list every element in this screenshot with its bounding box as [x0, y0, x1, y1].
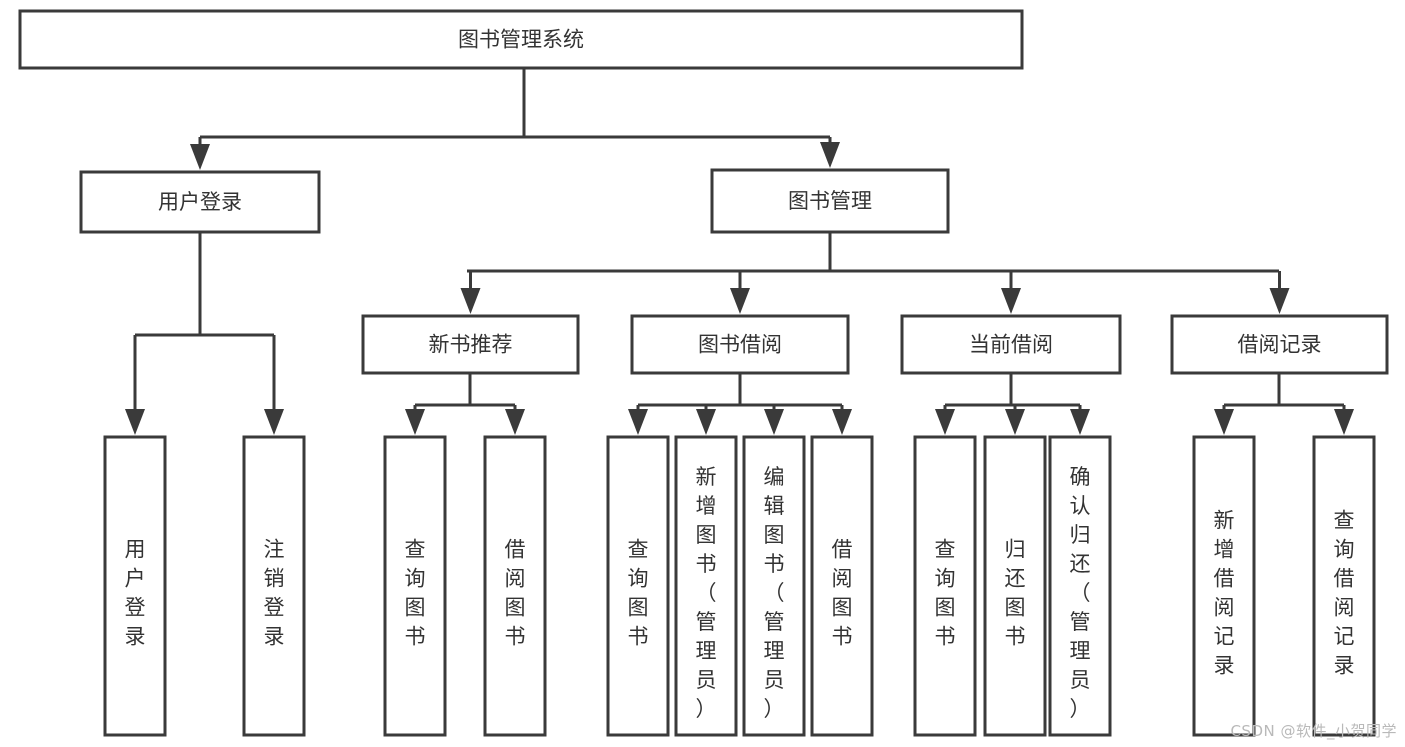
- node-box: [103, 435, 167, 737]
- node-box: [383, 435, 447, 737]
- node-l-query-record[interactable]: 查询借阅记录: [1312, 435, 1376, 737]
- node-n-book-manage[interactable]: 图书管理: [710, 168, 950, 234]
- node-l-add-book[interactable]: 新增图书（管理员）: [674, 435, 738, 737]
- arrow-head-icon: [628, 409, 648, 435]
- arrow-head-icon: [1070, 409, 1090, 435]
- node-label: 归还图书: [1005, 538, 1026, 649]
- node-label: 查询借阅记录: [1334, 509, 1355, 678]
- arrow-head-icon: [505, 409, 525, 435]
- nodes-layer: 图书管理系统用户登录图书管理新书推荐图书借阅当前借阅借阅记录用户登录注销登录查询…: [18, 9, 1389, 737]
- arrow-head-icon: [1334, 409, 1354, 435]
- arrow-head-icon: [696, 409, 716, 435]
- node-label: 查询图书: [935, 538, 956, 649]
- node-label: 新增借阅记录: [1214, 509, 1235, 678]
- node-box: [630, 314, 850, 375]
- arrow-head-icon: [730, 288, 750, 314]
- node-label: 借阅图书: [832, 538, 853, 649]
- node-label: 借阅记录: [1238, 333, 1322, 357]
- node-n-user-login[interactable]: 用户登录: [79, 170, 321, 234]
- node-box: [361, 314, 580, 375]
- node-n-new-book[interactable]: 新书推荐: [361, 314, 580, 375]
- node-label: 用户登录: [158, 190, 242, 214]
- arrow-head-icon: [405, 409, 425, 435]
- node-box: [79, 170, 321, 234]
- arrow-head-icon: [1001, 288, 1021, 314]
- node-box: [483, 435, 547, 737]
- node-l-user-login[interactable]: 用户登录: [103, 435, 167, 737]
- node-label: 新增图书（管理员）: [696, 465, 717, 721]
- arrow-head-icon: [460, 288, 481, 314]
- arrow-head-icon: [820, 142, 840, 168]
- node-l-borrow-book-2[interactable]: 借阅图书: [810, 435, 874, 737]
- node-l-user-logout[interactable]: 注销登录: [242, 435, 306, 737]
- arrow-head-icon: [1005, 409, 1025, 435]
- node-label: 查询图书: [628, 538, 649, 649]
- node-l-query-book-3[interactable]: 查询图书: [913, 435, 977, 737]
- node-label: 用户登录: [125, 538, 146, 649]
- node-box: [810, 435, 874, 737]
- node-l-query-book-1[interactable]: 查询图书: [383, 435, 447, 737]
- node-label: 当前借阅: [969, 333, 1053, 357]
- node-box: [983, 435, 1047, 737]
- node-n-record[interactable]: 借阅记录: [1170, 314, 1389, 375]
- arrow-head-icon: [125, 409, 145, 435]
- node-l-confirm-return[interactable]: 确认归还（管理员）: [1048, 435, 1112, 737]
- arrow-head-icon: [832, 409, 852, 435]
- node-label: 图书管理: [788, 189, 872, 213]
- node-label: 新书推荐: [429, 333, 513, 357]
- node-box: [1312, 435, 1376, 737]
- node-label: 注销登录: [264, 538, 285, 649]
- node-box: [674, 435, 738, 737]
- node-box: [242, 435, 306, 737]
- node-box: [742, 435, 806, 737]
- node-label: 图书管理系统: [458, 28, 584, 52]
- node-box: [900, 314, 1122, 375]
- node-root[interactable]: 图书管理系统: [18, 9, 1024, 70]
- node-l-borrow-book-1[interactable]: 借阅图书: [483, 435, 547, 737]
- node-label: 查询图书: [405, 538, 426, 649]
- node-box: [18, 9, 1024, 70]
- connectors-layer: [125, 68, 1354, 435]
- node-n-borrow[interactable]: 图书借阅: [630, 314, 850, 375]
- arrow-head-icon: [764, 409, 784, 435]
- node-box: [1170, 314, 1389, 375]
- node-box: [606, 435, 670, 737]
- node-l-add-record[interactable]: 新增借阅记录: [1192, 435, 1256, 737]
- node-l-edit-book[interactable]: 编辑图书（管理员）: [742, 435, 806, 737]
- node-box: [913, 435, 977, 737]
- node-n-current[interactable]: 当前借阅: [900, 314, 1122, 375]
- node-l-query-book-2[interactable]: 查询图书: [606, 435, 670, 737]
- node-label: 确认归还（管理员）: [1070, 465, 1091, 721]
- node-box: [710, 168, 950, 234]
- node-label: 编辑图书（管理员）: [764, 465, 785, 721]
- node-box: [1192, 435, 1256, 737]
- node-box: [1048, 435, 1112, 737]
- node-l-return-book[interactable]: 归还图书: [983, 435, 1047, 737]
- arrow-head-icon: [264, 409, 284, 435]
- node-label: 借阅图书: [505, 538, 526, 649]
- arrow-head-icon: [1269, 288, 1290, 314]
- arrow-head-icon: [1214, 409, 1234, 435]
- node-label: 图书借阅: [698, 333, 782, 357]
- arrow-head-icon: [190, 144, 210, 170]
- arrow-head-icon: [935, 409, 955, 435]
